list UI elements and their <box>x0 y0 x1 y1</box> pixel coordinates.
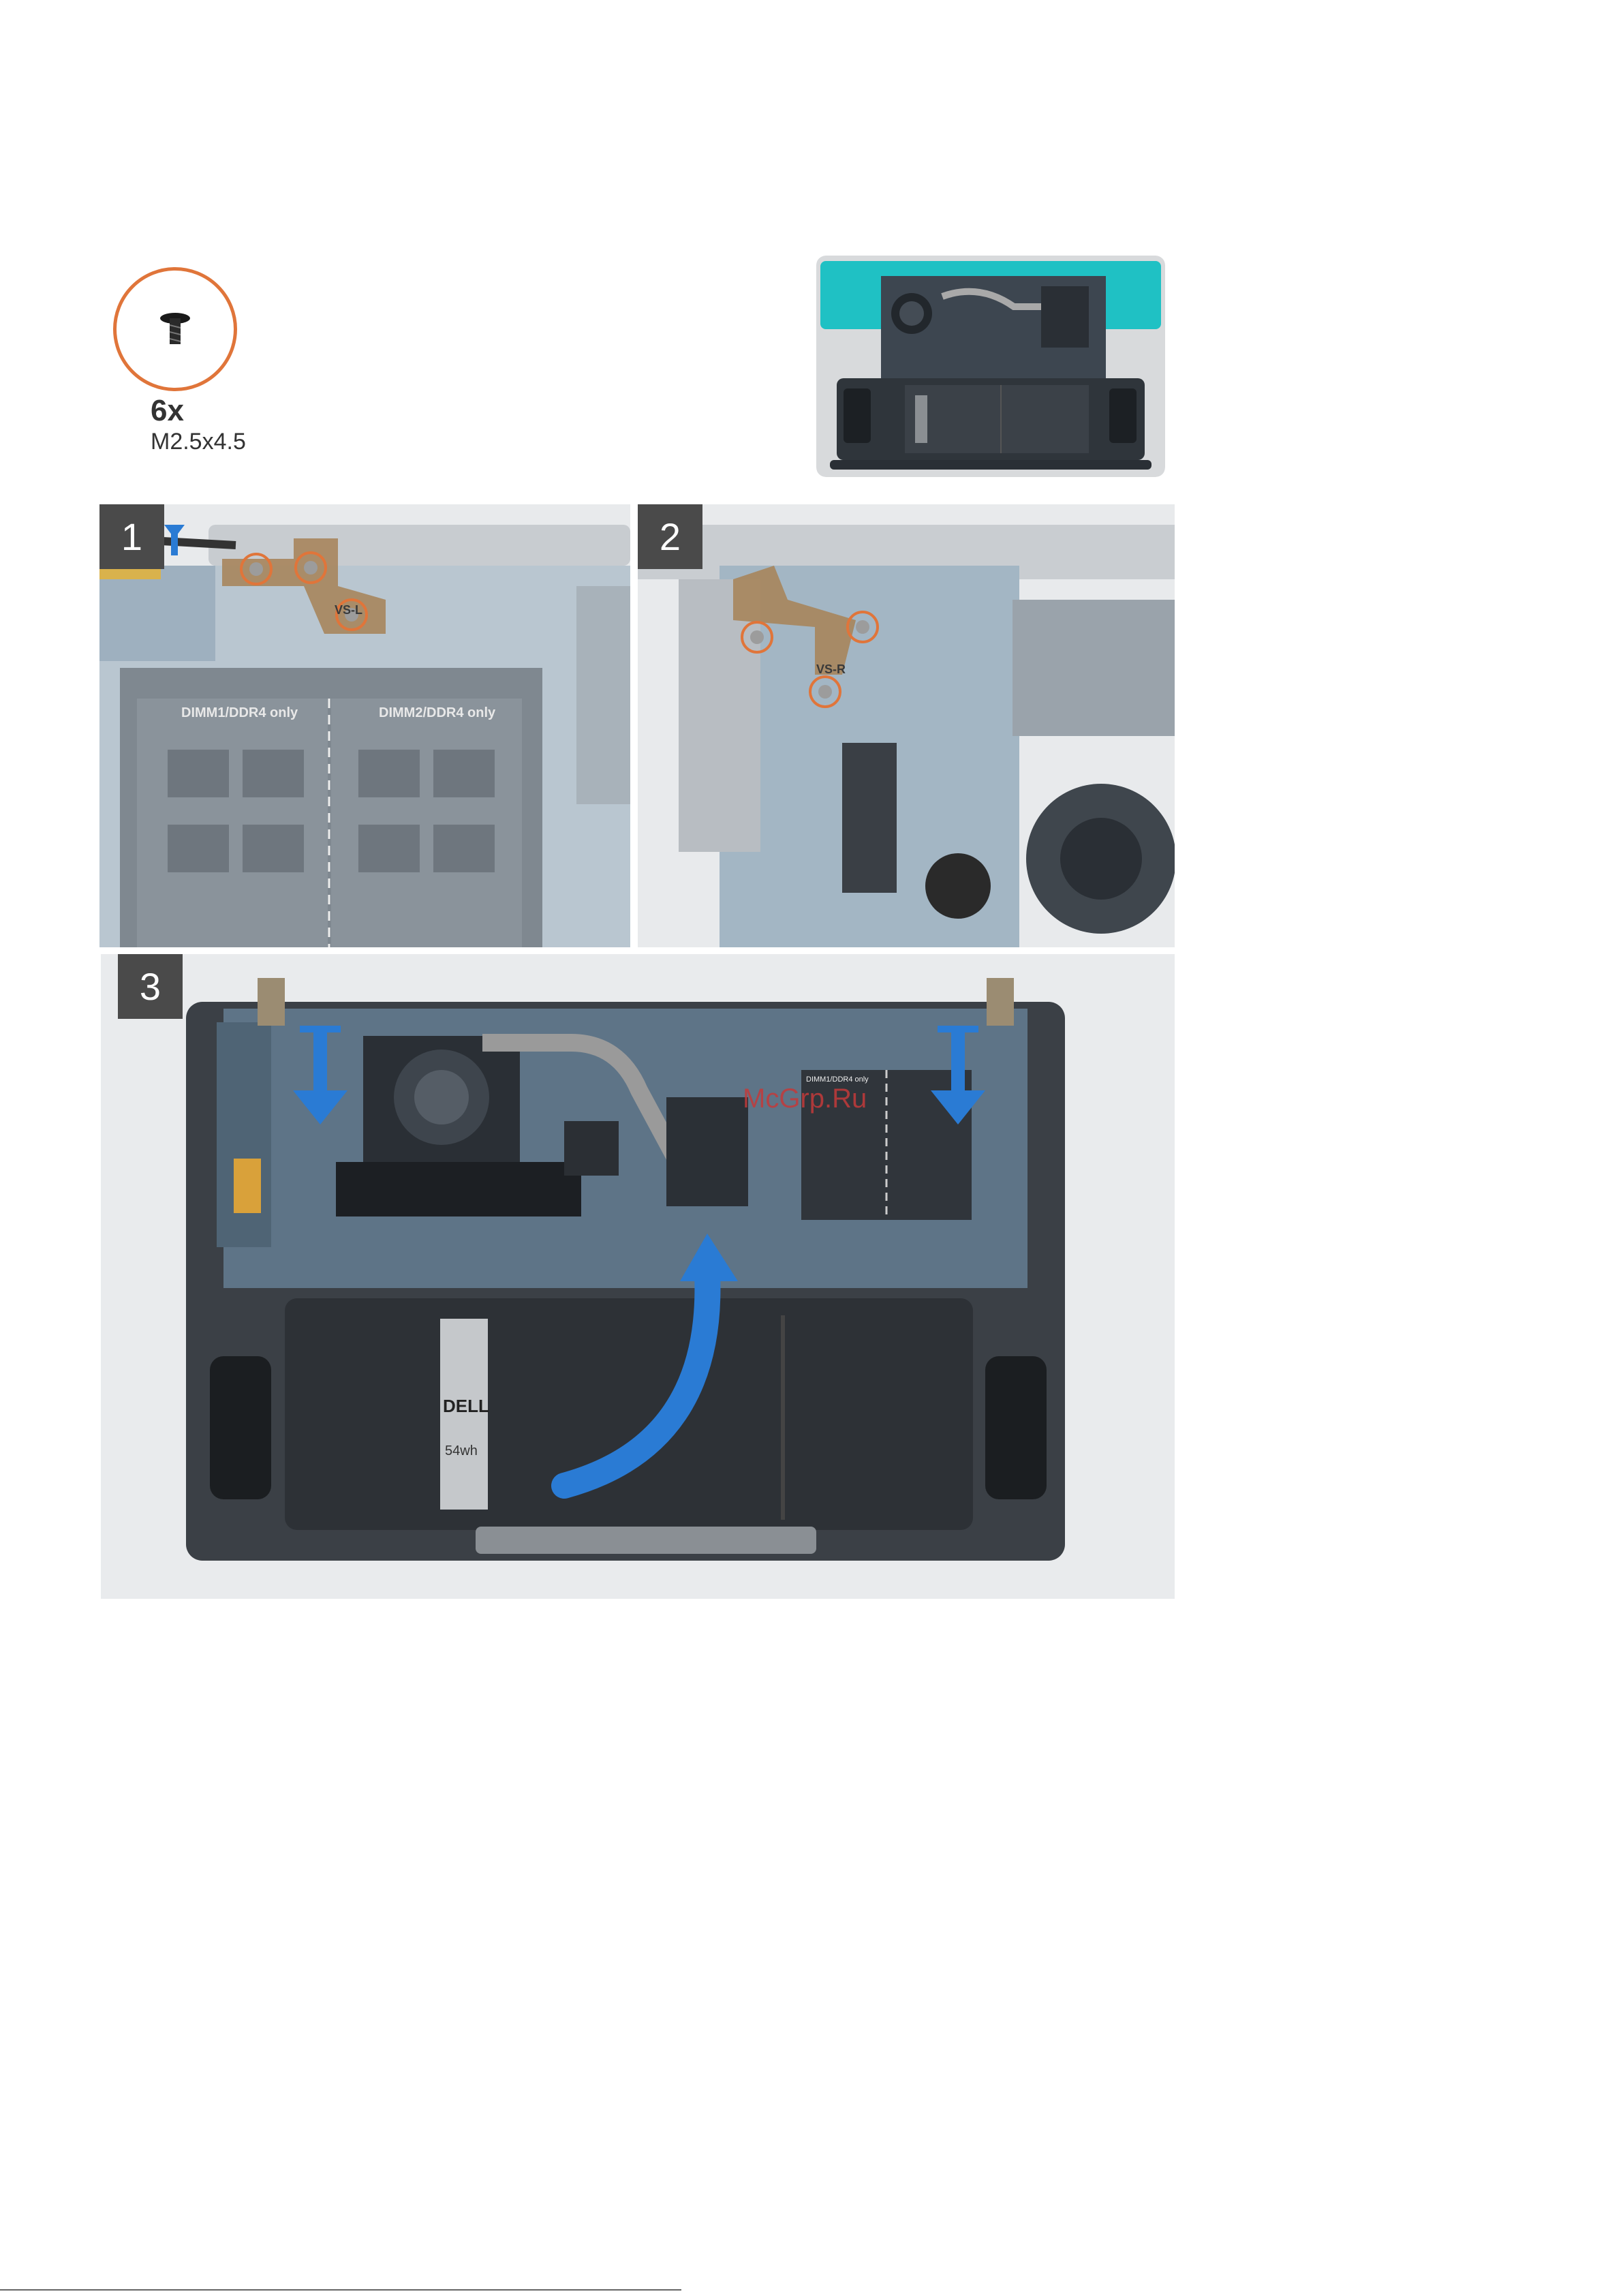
step-2-panel: 2 VS-R <box>638 504 1175 947</box>
hinge-label-right: VS-R <box>816 662 846 677</box>
battery-brand: DELL <box>443 1396 489 1417</box>
screw-icon <box>117 271 234 388</box>
watermark: McGrp.Ru <box>743 1084 867 1114</box>
memory-label: DIMM1/DDR4 only <box>806 1075 869 1084</box>
step-1-panel: 1 DIMM1/DDR4 only DIMM2/DDR4 only VS-L <box>99 504 630 947</box>
overview-image <box>816 256 1165 477</box>
step-badge-1: 1 <box>99 504 164 569</box>
footer-rule <box>0 2289 681 2291</box>
screw-spec: M2.5x4.5 <box>151 429 246 455</box>
step-badge-2: 2 <box>638 504 702 569</box>
battery-capacity: 54wh <box>445 1443 478 1459</box>
dimm1-label: DIMM1/DDR4 only <box>181 705 298 721</box>
screw-callout <box>113 267 237 391</box>
step-3-panel: 3 DELL 54wh DIMM1/DDR4 only <box>101 954 1175 1599</box>
dimm2-label: DIMM2/DDR4 only <box>379 705 495 721</box>
step-badge-3: 3 <box>118 954 183 1019</box>
screw-count: 6x <box>151 394 184 428</box>
hinge-label-left: VS-L <box>335 603 362 617</box>
